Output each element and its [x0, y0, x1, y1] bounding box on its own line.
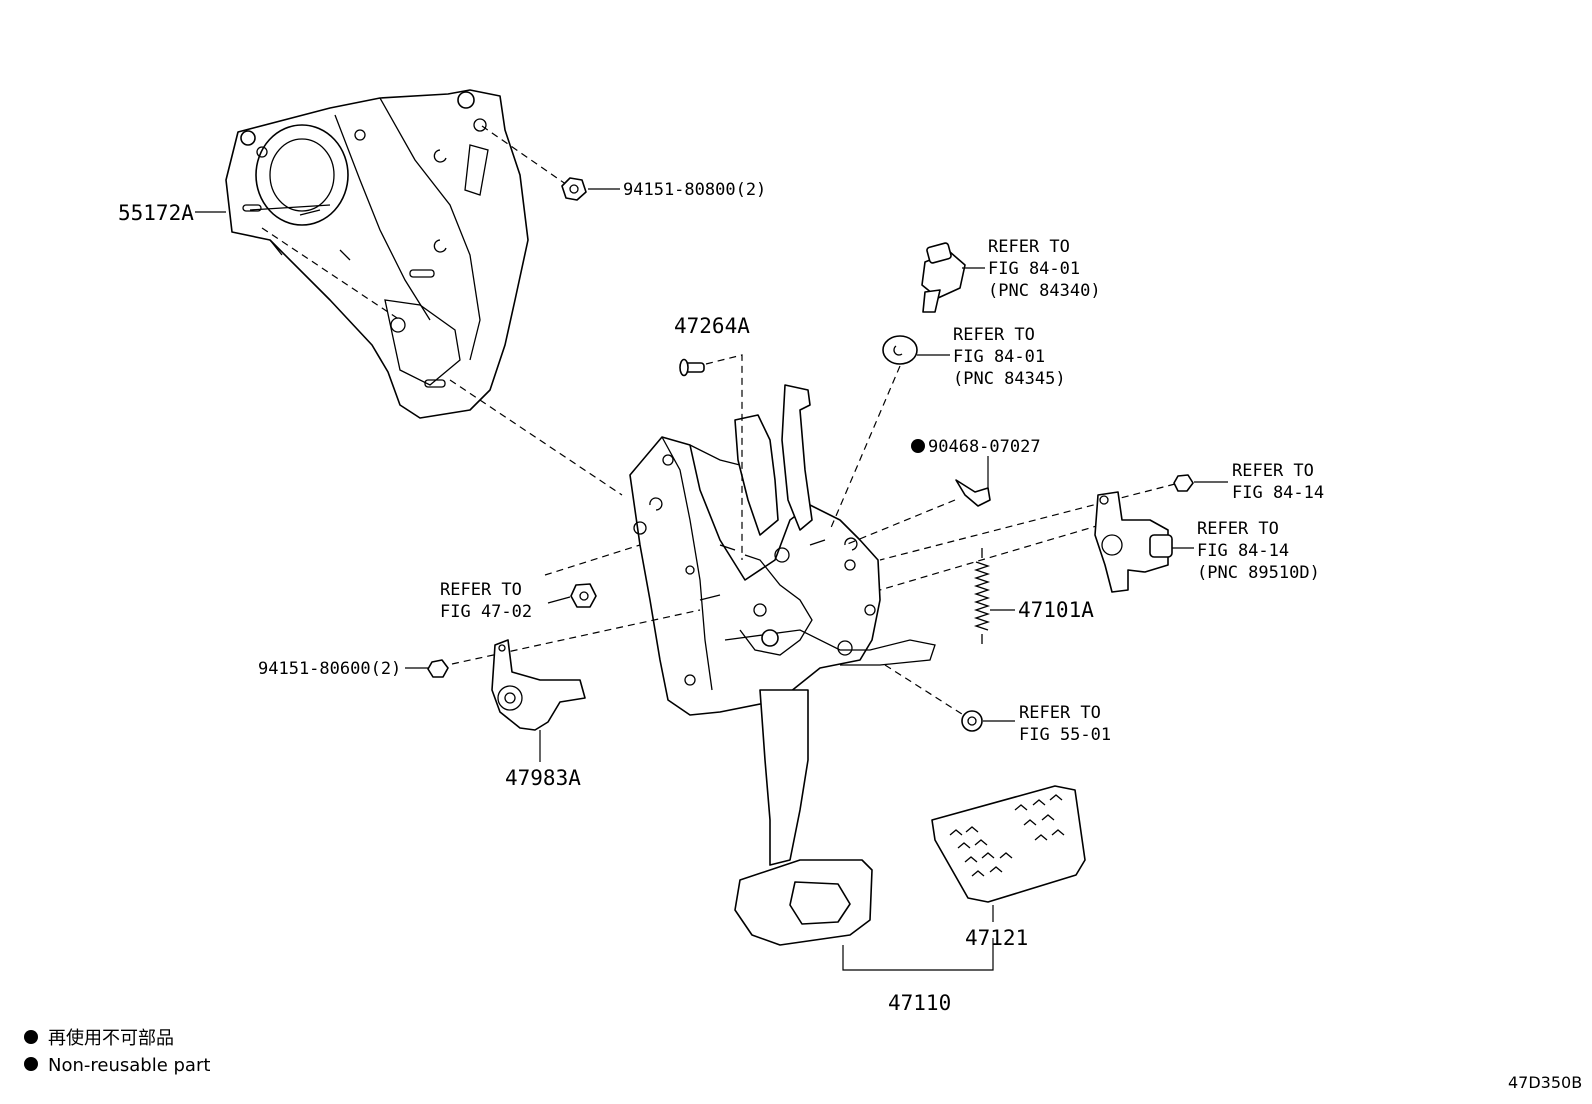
ref-nut-left-line1: REFER TO [440, 580, 522, 600]
ref-bolt-bottom-line2: FIG 55-01 [1019, 725, 1111, 745]
spring-47101a [973, 548, 991, 644]
bracket-55172a [225, 89, 529, 419]
label-47110: 47110 [888, 991, 951, 1015]
ref-sensor-right-line3: (PNC 89510D) [1197, 563, 1320, 583]
legend-en: Non-reusable part [48, 1055, 210, 1076]
ref-nut-right-line1: REFER TO [1232, 461, 1314, 481]
nut-94151-80800 [561, 177, 587, 201]
brake-pedal-47110 [734, 689, 873, 946]
ref-switch-line3: (PNC 84340) [988, 281, 1101, 301]
ref-stopper-line3: (PNC 84345) [953, 369, 1066, 389]
label-47101a: 47101A [1018, 598, 1094, 622]
pedal-pad-47121 [931, 785, 1086, 903]
stop-light-switch [921, 242, 966, 313]
non-reusable-marker [911, 439, 925, 453]
clip-90468-07027 [955, 479, 991, 507]
label-47983a: 47983A [505, 766, 581, 790]
pin-47264a [679, 358, 705, 377]
legend-dot-en [24, 1057, 38, 1071]
label-47121: 47121 [965, 926, 1028, 950]
nut-left [570, 583, 597, 608]
sensor-47983a [491, 639, 586, 731]
stopper-cushion [882, 335, 918, 365]
nut-right [1173, 474, 1194, 492]
label-90468-07027: 90468-07027 [928, 437, 1041, 457]
ref-bolt-bottom-line1: REFER TO [1019, 703, 1101, 723]
ref-stopper-line1: REFER TO [953, 325, 1035, 345]
figure-code: 47D350B [1508, 1073, 1582, 1092]
legend-dot-jp [24, 1030, 38, 1044]
ref-switch-line1: REFER TO [988, 237, 1070, 257]
ref-sensor-right-line1: REFER TO [1197, 519, 1279, 539]
ref-nut-right-line2: FIG 84-14 [1232, 483, 1324, 503]
label-94151-80600: 94151-80600(2) [258, 659, 401, 679]
label-47264a: 47264A [674, 314, 750, 338]
bolt-94151-80600 [427, 659, 449, 678]
ref-stopper-line2: FIG 84-01 [953, 347, 1045, 367]
ref-sensor-right-line2: FIG 84-14 [1197, 541, 1289, 561]
ref-switch-line2: FIG 84-01 [988, 259, 1080, 279]
pedal-bracket-assembly [629, 384, 936, 716]
bolt-bottom [961, 710, 983, 732]
label-94151-80800: 94151-80800(2) [623, 180, 766, 200]
ref-nut-left-line2: FIG 47-02 [440, 602, 532, 622]
pedal-sensor-right [1094, 491, 1173, 593]
label-55172a: 55172A [118, 201, 194, 225]
legend-jp: 再使用不可部品 [48, 1028, 174, 1049]
